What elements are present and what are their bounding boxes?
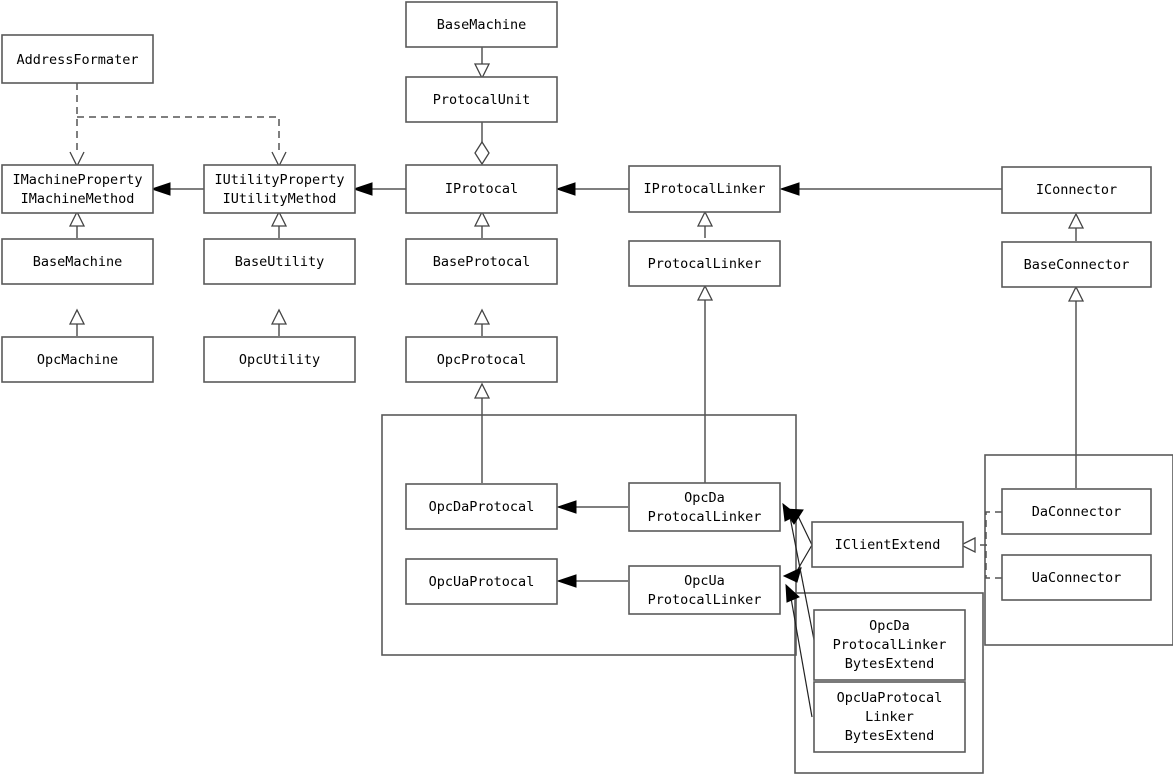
arrowhead-hollow-iclientextend xyxy=(959,536,976,554)
arrowhead-solid-opcualinker-2 xyxy=(785,583,800,603)
class-label-base-machine-left: BaseMachine xyxy=(33,254,122,270)
class-opc-utility[interactable]: OpcUtility xyxy=(203,336,356,383)
class-label-imachine-line1: IMachineProperty xyxy=(12,172,142,188)
arrowhead-solid-imachine xyxy=(150,182,171,196)
class-protocal-linker[interactable]: ProtocalLinker xyxy=(628,240,781,287)
arrowhead-hollow-iprotocallinker-gen xyxy=(696,210,714,227)
class-iprotocal[interactable]: IProtocal xyxy=(405,164,558,214)
class-label-iconnector: IConnector xyxy=(1036,182,1117,198)
edge-iclientextend-opcdalinker xyxy=(797,515,813,546)
class-imachine-interface[interactable]: IMachineProperty IMachineMethod xyxy=(1,164,154,214)
class-label-opc-da-linker-line2: ProtocalLinker xyxy=(648,509,762,525)
class-label-opc-ua-linker-line2: ProtocalLinker xyxy=(648,592,762,608)
class-label-da-connector: DaConnector xyxy=(1032,504,1121,520)
class-label-base-protocal: BaseProtocal xyxy=(433,254,531,270)
class-label-base-connector: BaseConnector xyxy=(1024,257,1130,273)
class-label-ua-connector: UaConnector xyxy=(1032,570,1121,586)
class-label-opc-protocal: OpcProtocal xyxy=(437,352,526,368)
class-opc-ua-bytes-extend[interactable]: OpcUaProtocal Linker BytesExtend xyxy=(813,681,966,753)
arrowhead-open-imachine xyxy=(69,151,85,168)
arrowhead-hollow-protocalunit xyxy=(473,63,491,80)
class-label-imachine-line2: IMachineMethod xyxy=(21,191,135,207)
arrowhead-hollow-iconnector xyxy=(1067,212,1085,229)
class-label-iutility-line1: IUtilityProperty xyxy=(214,172,344,188)
edge-uabytesextend-opcualinker xyxy=(790,597,813,718)
arrowhead-hollow-baseconnector xyxy=(1067,285,1085,302)
class-iconnector[interactable]: IConnector xyxy=(1001,166,1152,214)
class-label-iprotocal-linker: IProtocalLinker xyxy=(644,181,766,197)
class-opc-da-protocal[interactable]: OpcDaProtocal xyxy=(405,483,558,530)
class-base-utility[interactable]: BaseUtility xyxy=(203,238,356,285)
class-label-opc-utility: OpcUtility xyxy=(239,352,320,368)
arrowhead-hollow-opcprotocal xyxy=(473,382,491,399)
class-protocal-unit[interactable]: ProtocalUnit xyxy=(405,76,558,123)
class-label-base-machine-top: BaseMachine xyxy=(437,17,526,33)
class-opc-ua-protocal[interactable]: OpcUaProtocal xyxy=(405,558,558,605)
edge-addressformater-iutility xyxy=(77,116,280,163)
class-label-address-formater: AddressFormater xyxy=(17,52,139,68)
class-iprotocal-linker[interactable]: IProtocalLinker xyxy=(628,165,781,213)
class-label-protocal-linker: ProtocalLinker xyxy=(648,256,762,272)
class-label-da-bytes-line2: ProtocalLinker xyxy=(833,637,947,653)
class-base-protocal[interactable]: BaseProtocal xyxy=(405,238,558,285)
arrowhead-solid-opcdalinker-2 xyxy=(782,502,798,522)
class-opc-da-protocal-linker[interactable]: OpcDa ProtocalLinker xyxy=(628,482,781,532)
edge-iclientextend-opcualinker xyxy=(797,544,813,570)
arrowhead-solid-opcdaprotocal xyxy=(556,500,577,514)
class-label-base-utility: BaseUtility xyxy=(235,254,324,270)
class-opc-ua-protocal-linker[interactable]: OpcUa ProtocalLinker xyxy=(628,565,781,615)
group-protocal-linker xyxy=(381,414,797,656)
class-label-iclient-extend: IClientExtend xyxy=(835,537,941,553)
edge-uaconnector-iclientextend xyxy=(985,545,1002,579)
class-label-opc-da-linker-line1: OpcDa xyxy=(684,490,725,506)
class-label-iutility-line2: IUtilityMethod xyxy=(223,191,337,207)
arrowhead-solid-opcuaprotocal xyxy=(556,574,577,588)
class-opc-da-bytes-extend[interactable]: OpcDa ProtocalLinker BytesExtend xyxy=(813,609,966,681)
class-label-opc-ua-linker-line1: OpcUa xyxy=(684,573,725,589)
class-label-ua-bytes-line2: Linker xyxy=(865,709,914,725)
class-base-connector[interactable]: BaseConnector xyxy=(1001,241,1152,288)
diamond-aggregation-iprotocal xyxy=(474,140,490,166)
arrowhead-hollow-iutility-gen xyxy=(270,210,288,227)
arrowhead-hollow-baseprotocal xyxy=(473,308,491,325)
class-iutility-interface[interactable]: IUtilityProperty IUtilityMethod xyxy=(203,164,356,214)
class-base-machine-left[interactable]: BaseMachine xyxy=(1,238,154,285)
arrowhead-solid-opcualinker-1 xyxy=(782,567,802,583)
class-label-opc-machine: OpcMachine xyxy=(37,352,118,368)
group-bytes-extend xyxy=(794,592,984,774)
class-iclient-extend[interactable]: IClientExtend xyxy=(811,521,964,568)
arrowhead-hollow-imachine xyxy=(68,210,86,227)
class-da-connector[interactable]: DaConnector xyxy=(1001,488,1152,535)
arrowhead-solid-iprotocallinker xyxy=(779,182,800,196)
class-address-formater[interactable]: AddressFormater xyxy=(1,34,154,84)
edge-dabytesextend-opcdalinker xyxy=(789,516,816,646)
edge-daconnector-iclientextend xyxy=(975,511,1002,546)
class-label-ua-bytes-line3: BytesExtend xyxy=(845,728,934,744)
arrowhead-hollow-baseutility xyxy=(270,308,288,325)
class-opc-protocal[interactable]: OpcProtocal xyxy=(405,336,558,383)
class-label-opc-da-protocal: OpcDaProtocal xyxy=(429,499,535,515)
arrowhead-solid-iprotocal xyxy=(555,182,576,196)
class-label-iprotocal: IProtocal xyxy=(445,181,518,197)
class-base-machine-top[interactable]: BaseMachine xyxy=(405,1,558,48)
class-ua-connector[interactable]: UaConnector xyxy=(1001,554,1152,601)
arrowhead-hollow-basemachine xyxy=(68,308,86,325)
class-label-da-bytes-line3: BytesExtend xyxy=(845,656,934,672)
class-label-ua-bytes-line1: OpcUaProtocal xyxy=(837,690,943,706)
class-label-protocal-unit: ProtocalUnit xyxy=(433,92,531,108)
arrowhead-hollow-protocallinker xyxy=(696,284,714,301)
class-label-opc-ua-protocal: OpcUaProtocal xyxy=(429,574,535,590)
arrowhead-solid-iutility xyxy=(352,182,373,196)
group-connector xyxy=(984,454,1173,646)
class-opc-machine[interactable]: OpcMachine xyxy=(1,336,154,383)
arrowhead-hollow-iprotocal-gen xyxy=(473,210,491,227)
arrowhead-open-iutility xyxy=(271,151,287,168)
class-label-da-bytes-line1: OpcDa xyxy=(869,618,910,634)
